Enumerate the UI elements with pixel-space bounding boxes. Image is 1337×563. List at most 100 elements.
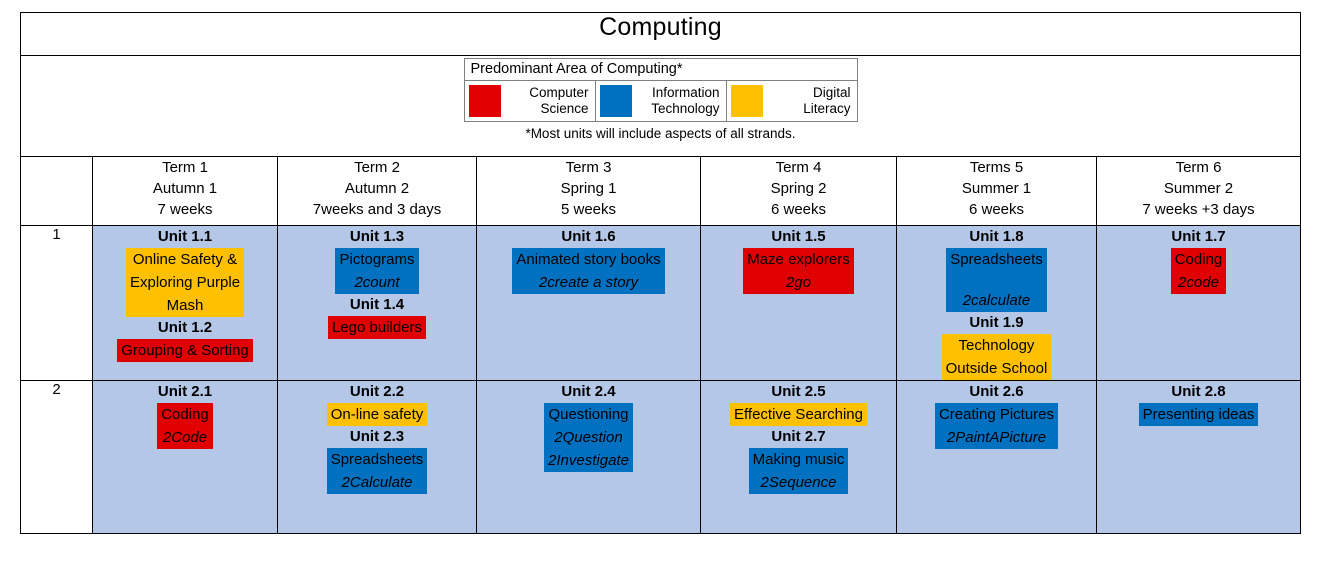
- term-length-4: 6 weeks: [770, 201, 827, 218]
- unit-description-yellow: On-line safety: [326, 403, 428, 426]
- year-label-2: 2: [20, 380, 93, 534]
- unit-title: Unit 1.2: [157, 319, 213, 336]
- unit-description-red: Coding 2Code: [157, 403, 213, 449]
- legend-heading: Predominant Area of Computing*: [464, 59, 857, 81]
- unit-body-wrap: Spreadsheets 2calculate: [897, 248, 1096, 312]
- term-season-4: Spring 2: [770, 180, 827, 197]
- unit-line: 2Code: [162, 429, 208, 446]
- unit-title: Unit 2.4: [561, 383, 616, 400]
- unit-line: [950, 271, 1043, 289]
- unit-line: Making music: [752, 451, 845, 468]
- unit-title: Unit 2.6: [969, 383, 1024, 400]
- unit-description-red: Grouping & Sorting: [117, 339, 253, 362]
- unit-line: Coding: [161, 406, 209, 423]
- unit-body-wrap: Effective Searching: [701, 403, 896, 426]
- term-season-1: Autumn 1: [152, 180, 218, 197]
- term-name-2: Term 2: [354, 159, 400, 176]
- unit-title: Unit 1.4: [349, 296, 405, 313]
- unit-line: Mash: [166, 297, 204, 314]
- unit-title: Unit 1.9: [969, 314, 1024, 331]
- unit-line: Spreadsheets: [950, 251, 1043, 268]
- term-length-1: 7 weeks: [157, 201, 213, 218]
- unit-title: Unit 1.8: [969, 228, 1024, 245]
- unit-line: Grouping & Sorting: [121, 342, 249, 359]
- unit-line: 2Sequence: [760, 474, 837, 491]
- unit-line: Effective Searching: [734, 406, 863, 423]
- unit-line: Creating Pictures: [938, 406, 1055, 423]
- color-swatch-yellow-icon: [730, 85, 763, 117]
- color-swatch-blue-icon: [599, 85, 632, 117]
- unit-description-blue: Spreadsheets 2calculate: [946, 248, 1047, 312]
- term-name-5: Terms 5: [969, 159, 1024, 176]
- term-header-4: Term 4 Spring 2 6 weeks: [700, 156, 897, 226]
- unit-line: Animated story books: [516, 251, 661, 268]
- term-header-5: Terms 5 Summer 1 6 weeks: [896, 156, 1097, 226]
- unit-title: Unit 1.6: [561, 228, 616, 245]
- unit-line: 2calculate: [962, 292, 1031, 309]
- unit-line: Maze explorers: [747, 251, 850, 268]
- unit-description-blue: Presenting ideas: [1138, 403, 1259, 426]
- term-name-3: Term 3: [565, 159, 612, 176]
- term-header-1: Term 1 Autumn 1 7 weeks: [92, 156, 278, 226]
- unit-description-blue: Making music 2Sequence: [748, 448, 849, 494]
- term-header-2: Term 2 Autumn 2 7weeks and 3 days: [277, 156, 477, 226]
- unit-body-wrap: Lego builders: [278, 316, 476, 339]
- unit-description-red: Lego builders: [327, 316, 427, 339]
- unit-line: Exploring Purple: [129, 274, 241, 291]
- unit-line: 2Investigate: [548, 452, 629, 469]
- unit-body-wrap: On-line safety: [278, 403, 476, 426]
- unit-title: Unit 1.7: [1171, 228, 1226, 245]
- unit-line: 2count: [354, 274, 400, 291]
- term-length-5: 6 weeks: [968, 201, 1025, 218]
- unit-line: Outside School: [945, 360, 1048, 377]
- computing-curriculum-table: Computing Predominant Area of Computing*…: [20, 12, 1301, 534]
- unit-line: Technology: [958, 337, 1035, 354]
- unit-body-wrap: Presenting ideas: [1097, 403, 1300, 426]
- color-swatch-red-icon: [468, 85, 501, 117]
- unit-line: Questioning: [548, 406, 629, 423]
- unit-line: Coding: [1174, 251, 1223, 268]
- year-label-1: 1: [20, 225, 93, 381]
